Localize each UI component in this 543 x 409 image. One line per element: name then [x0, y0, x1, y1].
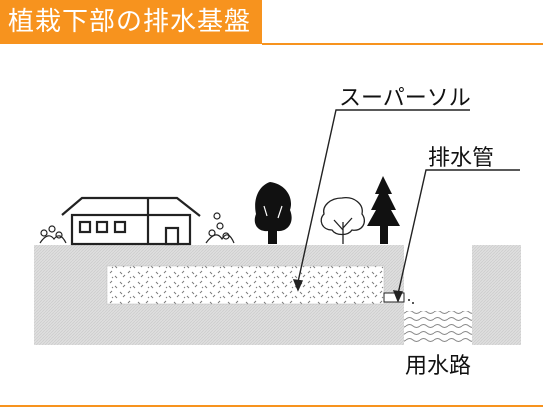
- dark-tree-icon: [254, 182, 292, 244]
- drain-pipe: [383, 292, 414, 304]
- page-title: 植栽下部の排水基盤: [8, 7, 252, 37]
- shrub-left-icon: [39, 225, 67, 244]
- house-icon: [61, 196, 201, 246]
- super-soil-layer: [106, 265, 385, 305]
- light-tree-icon: [320, 197, 366, 244]
- conifer-tree-icon: [367, 176, 400, 244]
- waterway-label: 用水路: [405, 354, 472, 379]
- bottom-rule: [0, 405, 543, 407]
- shrub-middle-icon: [205, 212, 235, 244]
- super-soil-leader: [292, 109, 470, 292]
- waterway-water: [404, 311, 472, 345]
- drain-pipe-label: 排水管: [428, 146, 495, 171]
- title-banner: 植栽下部の排水基盤: [0, 0, 262, 44]
- drain-pipe-leader: [392, 169, 520, 303]
- title-underline: [262, 43, 543, 45]
- super-soil-label: スーパーソル: [339, 86, 471, 111]
